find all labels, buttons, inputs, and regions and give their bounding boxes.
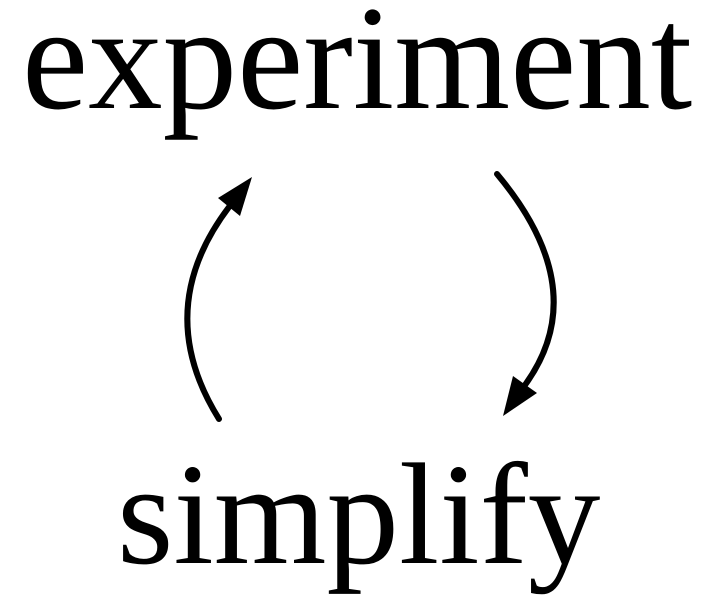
up-arrow — [184, 177, 252, 422]
down-arrow-shaft — [494, 171, 557, 388]
down-arrow — [494, 171, 557, 416]
top-label: experiment — [22, 0, 693, 141]
up-arrowhead-icon — [218, 177, 252, 216]
bottom-label: simplify — [117, 435, 601, 595]
up-arrow-shaft — [184, 204, 232, 422]
down-arrowhead-icon — [503, 376, 537, 416]
